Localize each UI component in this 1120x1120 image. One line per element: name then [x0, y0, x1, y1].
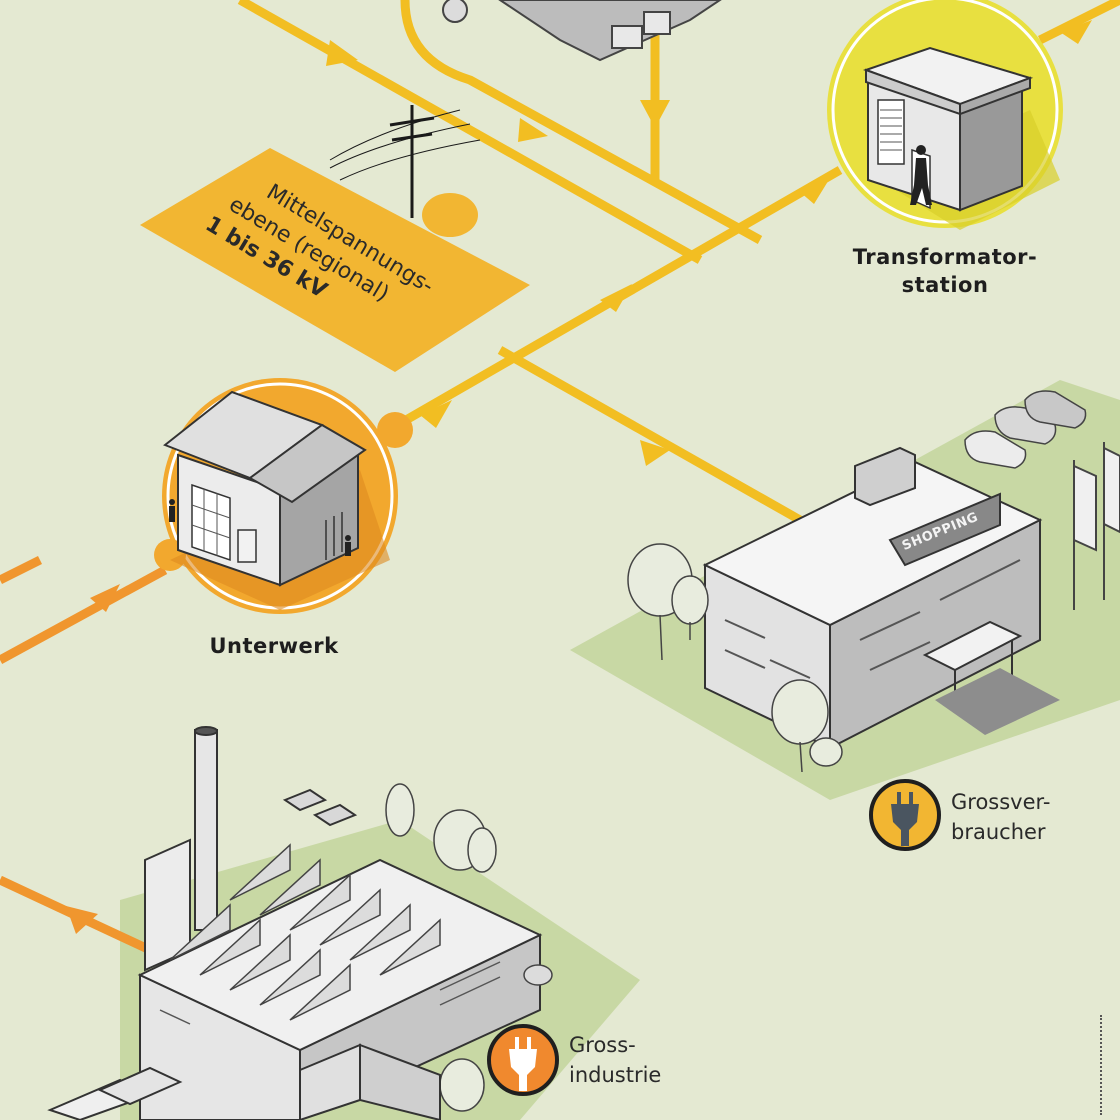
dotted-divider — [1100, 1015, 1102, 1115]
heavy-industry-plug-icon — [487, 1024, 559, 1096]
parked-cars — [964, 390, 1087, 469]
large-consumer-plug-icon — [869, 779, 941, 851]
medium-voltage-box — [140, 148, 530, 372]
heavy-industry-label: Gross- industrie — [569, 1030, 719, 1091]
heavy-industry-line2: industrie — [569, 1063, 662, 1088]
transformer-station-label: Transformator- station — [838, 243, 1052, 300]
large-consumer-label: Grossver- braucher — [951, 787, 1111, 848]
flags — [1073, 442, 1120, 610]
large-consumer-line2: braucher — [951, 820, 1046, 845]
substation — [154, 378, 413, 614]
orange-arrowheads — [66, 584, 120, 934]
transformer-station — [827, 0, 1063, 230]
trees — [385, 543, 843, 1112]
high-voltage-lines — [0, 555, 168, 955]
utility-pole-icon — [329, 105, 481, 218]
large-consumer-line1: Grossver- — [951, 790, 1051, 814]
substation-label: Unterwerk — [209, 634, 339, 658]
top-building — [442, 0, 722, 62]
transformer-label-line1: Transformator- — [852, 245, 1038, 269]
yellow-arrowheads — [326, 20, 1092, 466]
heavy-industry-line1: Gross- — [569, 1033, 636, 1057]
factory — [47, 726, 543, 1120]
bush — [523, 964, 553, 986]
transformer-label-line2: station — [901, 273, 989, 298]
